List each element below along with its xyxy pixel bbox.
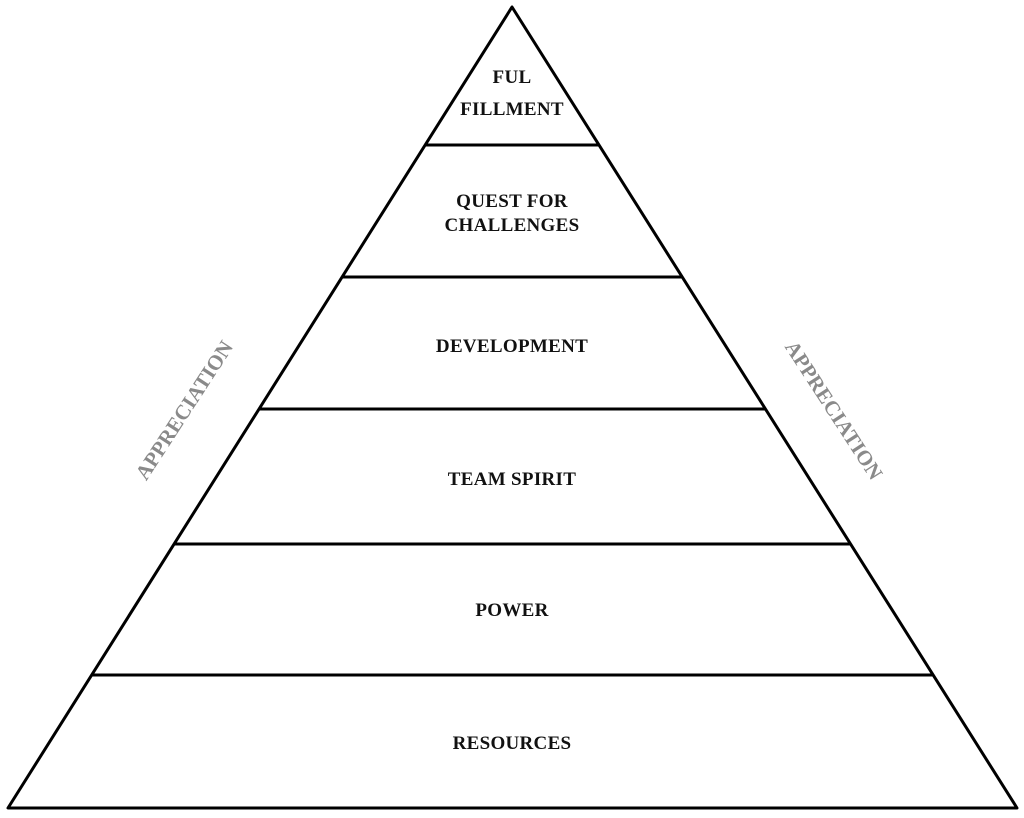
level-2-line-2: CHALLENGES	[445, 215, 580, 236]
level-3-label: DEVELOPMENT	[436, 336, 588, 357]
level-5-label: POWER	[475, 600, 548, 621]
level-1-line-2: FILLMENT	[460, 99, 564, 120]
level-1-line-1: FUL	[493, 67, 532, 88]
level-4-label: TEAM SPIRIT	[448, 469, 576, 490]
level-6-label: RESOURCES	[453, 733, 572, 754]
level-2-line-1: QUEST FOR	[456, 191, 568, 212]
side-label-left: APPRECIATION	[130, 336, 238, 484]
side-label-right: APPRECIATION	[780, 336, 888, 484]
